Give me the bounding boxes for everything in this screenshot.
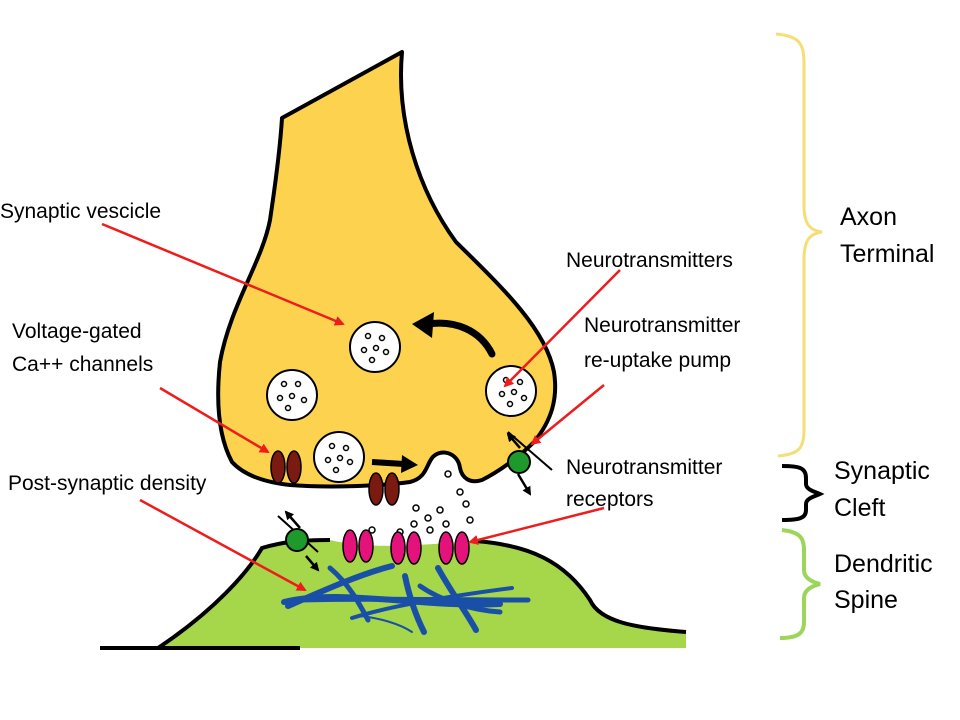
synaptic-vesicle [313, 431, 365, 483]
ca-channel [270, 450, 302, 484]
fusion-arrow [371, 459, 405, 467]
label-post-synaptic-density: Post-synaptic density [8, 472, 207, 495]
label-reuptake-line2: re-uptake pump [584, 349, 731, 372]
axon-terminal-brace [775, 32, 823, 458]
region-cleft: Cleft [834, 494, 885, 522]
region-dendritic: Dendritic [834, 550, 933, 578]
fusion-arrow-head [401, 455, 418, 473]
pointer-reuptake-pump [530, 384, 605, 446]
pointer-post-synaptic-density [139, 498, 307, 592]
ca-channel [368, 472, 400, 506]
pointer-neurotransmitters [503, 269, 621, 388]
label-neurotransmitters: Neurotransmitters [566, 249, 733, 272]
recycling-arrow [424, 319, 496, 358]
synaptic-vesicle [485, 365, 537, 417]
pointer-ca-channels [159, 386, 270, 454]
dendritic-spine-brace [779, 528, 821, 640]
label-ca-channels: Ca++ channels [12, 353, 153, 376]
reuptake-pump [277, 510, 320, 572]
pointer-synaptic-vesicle [101, 222, 345, 326]
neurotransmitter-receptor [438, 531, 470, 565]
label-reuptake-line1: Neurotransmitter [584, 314, 740, 337]
synaptic-cleft-brace [781, 464, 825, 522]
dendritic-spine-shape [158, 540, 686, 648]
region-terminal: Terminal [840, 240, 934, 268]
recycling-arrow-head [412, 312, 434, 338]
region-synaptic: Synaptic [834, 457, 930, 485]
label-synaptic-vesicle: Synaptic vescicle [0, 200, 161, 223]
label-voltage-gated: Voltage-gated [12, 320, 142, 343]
region-spine: Spine [834, 586, 898, 614]
label-receptors-line2: receptors [566, 488, 654, 511]
axon-terminal-shape [216, 50, 558, 489]
synaptic-vesicle [349, 321, 401, 373]
pointer-receptors [468, 506, 605, 545]
region-axon: Axon [840, 203, 897, 231]
label-receptors-line1: Neurotransmitter [566, 456, 722, 479]
reuptake-pump [506, 431, 553, 496]
pointer-arrows [101, 222, 621, 592]
neurotransmitter-receptor [390, 531, 422, 565]
neurotransmitter-receptor [342, 529, 374, 563]
synaptic-vesicle [266, 369, 318, 421]
post-synaptic-density-filaments [281, 563, 531, 635]
